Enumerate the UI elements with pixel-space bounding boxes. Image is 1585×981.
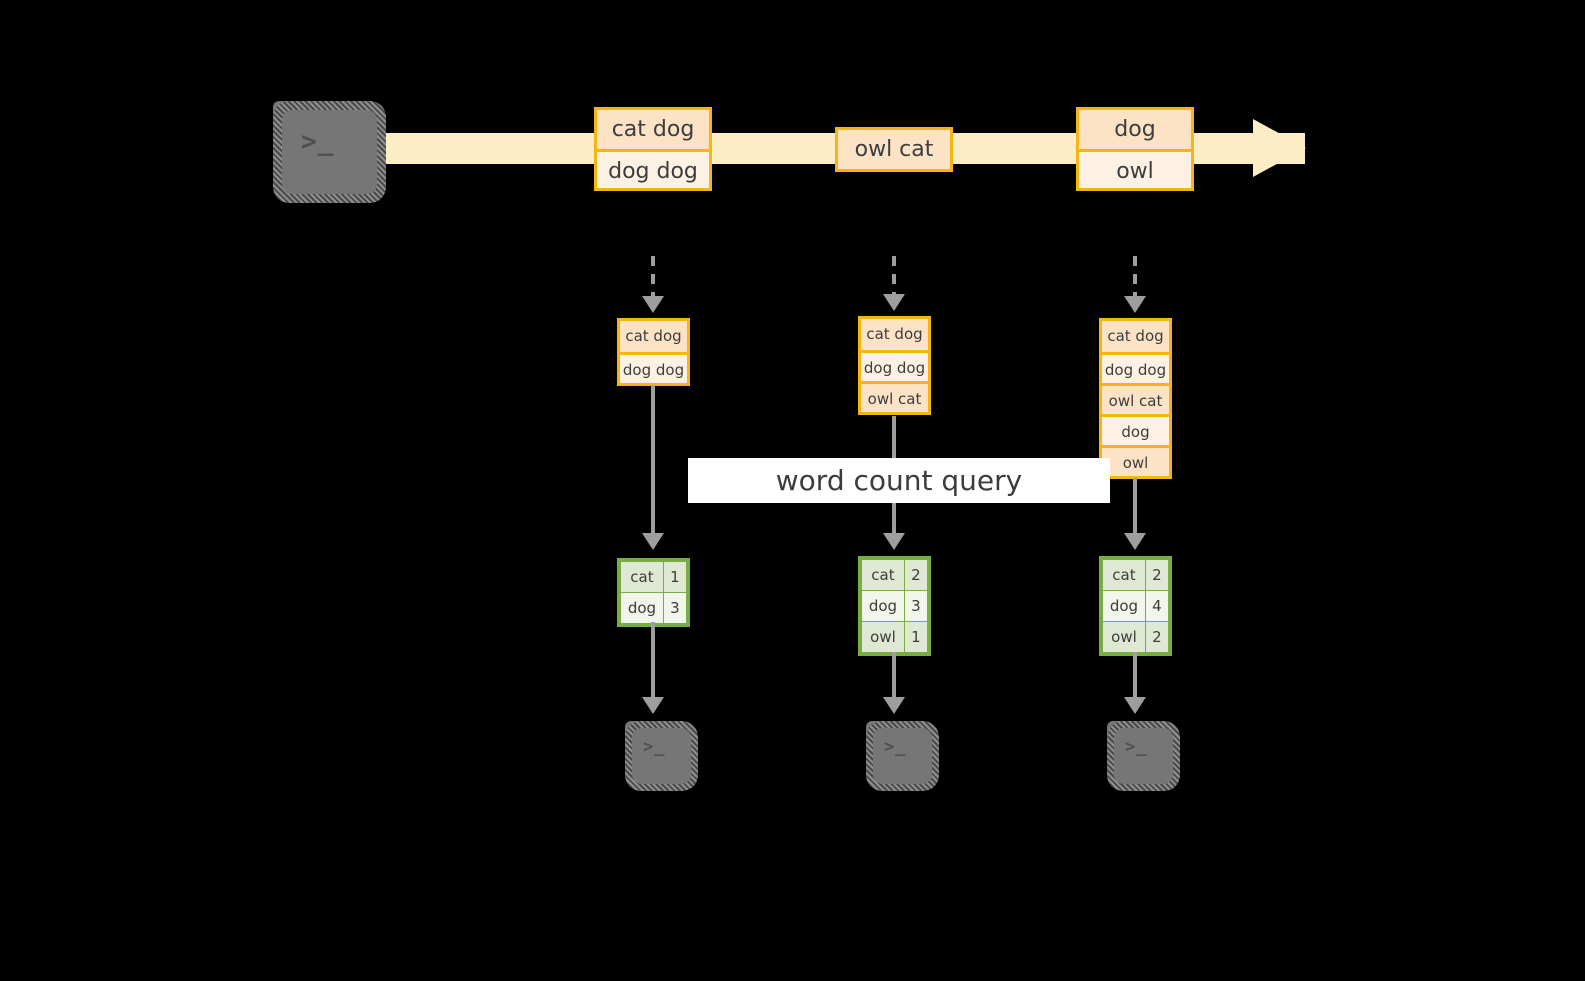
terminal-body bbox=[282, 110, 377, 194]
state-stack-1: cat dog dog dog bbox=[617, 318, 690, 386]
result-to-consumer-arrowhead-icon bbox=[1124, 697, 1146, 714]
stream-event-group-1: cat dog dog dog bbox=[594, 107, 712, 191]
event-stream-arrowhead-icon bbox=[1253, 119, 1306, 177]
result-count: 4 bbox=[1144, 590, 1170, 622]
state-event: dog bbox=[1102, 414, 1169, 445]
query-label-background bbox=[688, 458, 1110, 503]
result-count: 2 bbox=[1144, 559, 1170, 591]
stream-to-state-arrowhead-icon bbox=[1124, 296, 1146, 313]
result-table-1: cat 1 dog 3 bbox=[617, 558, 690, 627]
table-row: dog 3 bbox=[620, 592, 688, 624]
stream-event-group-2: owl cat bbox=[835, 127, 953, 172]
stream-to-state-dashed-line bbox=[1133, 256, 1137, 302]
query-label: word count query bbox=[775, 464, 1023, 497]
stream-to-state-dashed-line bbox=[892, 256, 896, 300]
table-row: owl 2 bbox=[1102, 621, 1170, 653]
result-to-consumer-arrowhead-icon bbox=[642, 697, 664, 714]
terminal-prompt-glyph: >_ bbox=[1125, 737, 1148, 757]
result-word: cat bbox=[620, 561, 664, 593]
result-to-consumer-line bbox=[651, 622, 655, 700]
terminal-prompt-glyph: >_ bbox=[301, 127, 335, 157]
result-count: 1 bbox=[903, 621, 929, 653]
result-to-consumer-arrowhead-icon bbox=[883, 697, 905, 714]
result-to-consumer-line bbox=[1133, 652, 1137, 700]
state-event: owl bbox=[1102, 445, 1169, 476]
state-event: dog dog bbox=[861, 350, 928, 381]
result-to-consumer-line bbox=[892, 652, 896, 700]
terminal-body bbox=[873, 728, 932, 784]
result-word: dog bbox=[620, 592, 664, 624]
stream-event: dog dog bbox=[597, 149, 709, 188]
terminal-body bbox=[1114, 728, 1173, 784]
result-word: dog bbox=[1102, 590, 1146, 622]
stream-event: cat dog bbox=[597, 110, 709, 149]
stream-to-state-arrowhead-icon bbox=[883, 294, 905, 311]
state-to-result-arrowhead-icon bbox=[883, 533, 905, 550]
stream-to-state-dashed-line bbox=[651, 256, 655, 302]
stream-event: owl bbox=[1079, 149, 1191, 188]
stream-event-group-3: dog owl bbox=[1076, 107, 1194, 191]
result-count: 2 bbox=[903, 559, 929, 591]
state-stack-3: cat dog dog dog owl cat dog owl bbox=[1099, 318, 1172, 479]
state-event: owl cat bbox=[1102, 383, 1169, 414]
state-to-result-arrowhead-icon bbox=[1124, 533, 1146, 550]
producer-terminal-icon: >_ bbox=[265, 93, 386, 203]
table-row: cat 2 bbox=[1102, 559, 1170, 591]
result-word: owl bbox=[861, 621, 905, 653]
table-row: cat 1 bbox=[620, 561, 688, 593]
table-row: dog 3 bbox=[861, 590, 929, 622]
state-stack-2: cat dog dog dog owl cat bbox=[858, 316, 931, 415]
terminal-body bbox=[632, 728, 691, 784]
result-count: 3 bbox=[662, 592, 688, 624]
consumer-terminal-icon-1: >_ bbox=[617, 713, 698, 791]
terminal-prompt-glyph: >_ bbox=[643, 737, 666, 757]
state-to-result-line bbox=[1133, 478, 1137, 535]
state-event: dog dog bbox=[1102, 352, 1169, 383]
state-event: cat dog bbox=[1102, 321, 1169, 352]
result-count: 1 bbox=[662, 561, 688, 593]
consumer-terminal-icon-3: >_ bbox=[1099, 713, 1180, 791]
consumer-terminal-icon-2: >_ bbox=[858, 713, 939, 791]
state-event: cat dog bbox=[861, 319, 928, 350]
result-word: dog bbox=[861, 590, 905, 622]
stream-to-state-arrowhead-icon bbox=[642, 296, 664, 313]
result-table-2: cat 2 dog 3 owl 1 bbox=[858, 556, 931, 656]
table-row: owl 1 bbox=[861, 621, 929, 653]
state-to-result-line bbox=[651, 385, 655, 535]
result-count: 2 bbox=[1144, 621, 1170, 653]
stream-event: dog bbox=[1079, 110, 1191, 149]
result-count: 3 bbox=[903, 590, 929, 622]
result-word: cat bbox=[1102, 559, 1146, 591]
table-row: cat 2 bbox=[861, 559, 929, 591]
stream-event: owl cat bbox=[838, 130, 950, 169]
state-event: dog dog bbox=[620, 352, 687, 383]
result-word: owl bbox=[1102, 621, 1146, 653]
result-word: cat bbox=[861, 559, 905, 591]
state-event: owl cat bbox=[861, 381, 928, 412]
result-table-3: cat 2 dog 4 owl 2 bbox=[1099, 556, 1172, 656]
table-row: dog 4 bbox=[1102, 590, 1170, 622]
terminal-prompt-glyph: >_ bbox=[884, 737, 907, 757]
state-to-result-arrowhead-icon bbox=[642, 533, 664, 550]
state-event: cat dog bbox=[620, 321, 687, 352]
